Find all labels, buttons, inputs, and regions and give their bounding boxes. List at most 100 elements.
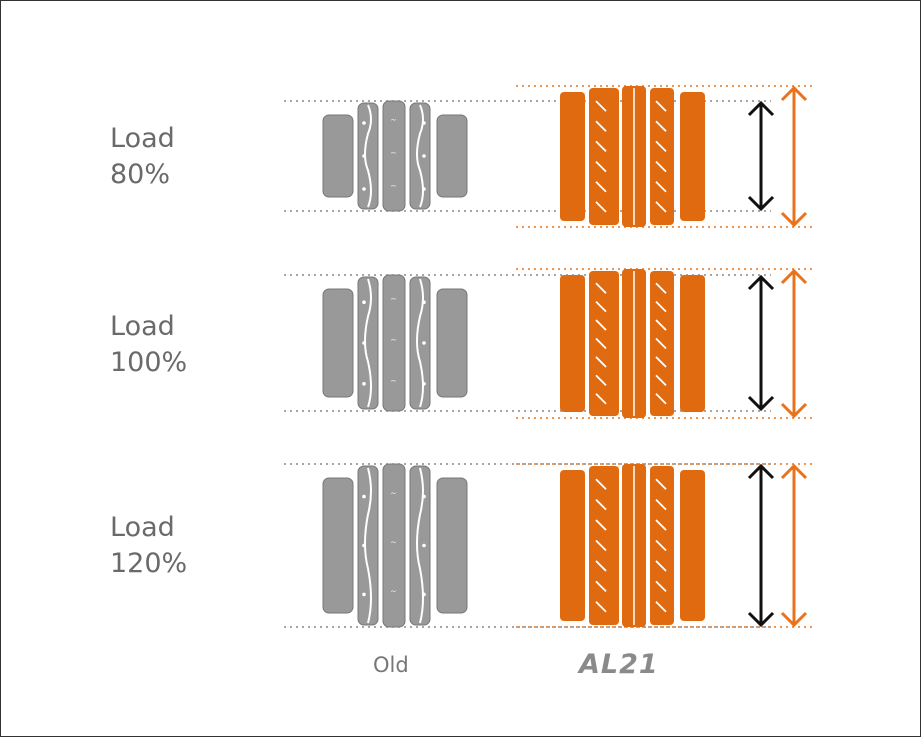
al21-tire-rib <box>560 92 585 221</box>
old-tire-rib <box>357 465 379 626</box>
sipe-mark: ~ <box>391 586 396 596</box>
sipe-dot <box>422 300 426 305</box>
sipe-line <box>595 499 607 511</box>
row-label-load-80: Load 80% <box>110 121 175 193</box>
sipe-line <box>595 374 607 386</box>
sipe-dot <box>362 494 366 499</box>
sipe-line <box>655 374 667 386</box>
sipe-mark: ~ <box>391 294 396 304</box>
row-label-load-120: Load 120% <box>110 510 187 582</box>
sipe-dot <box>362 121 366 125</box>
sipe-line <box>595 140 607 153</box>
sipe-line <box>655 100 667 112</box>
sipe-line <box>655 337 667 350</box>
sipe-mark: ~ <box>391 538 396 548</box>
al21-tire-rib <box>560 275 585 412</box>
sipe-line <box>655 560 667 572</box>
groove-line <box>364 104 372 208</box>
sipe-line <box>655 539 667 552</box>
sipe-line <box>655 301 667 313</box>
old-tire-rib <box>357 276 379 410</box>
sipe-mark: ~ <box>391 376 396 386</box>
sipe-line <box>595 539 607 552</box>
sipe-dot <box>422 382 426 386</box>
sipe-dot <box>422 543 426 548</box>
old-tire-rib <box>382 274 406 412</box>
old-tire-rib <box>409 465 431 626</box>
sipe-line <box>595 519 607 531</box>
load-value: 80% <box>110 159 171 190</box>
groove-line <box>416 278 424 408</box>
row-label-load-100: Load 100% <box>110 309 187 381</box>
sipe-dot <box>422 121 426 125</box>
load-label: Load <box>110 311 175 342</box>
sipe-line <box>595 356 607 368</box>
sipe-dot <box>422 154 426 158</box>
sipe-line <box>595 201 607 213</box>
sipe-mark: ~ <box>391 115 396 125</box>
sipe-mark: ~ <box>391 148 396 158</box>
sipe-mark: ~ <box>391 335 396 345</box>
arrow-head-icon <box>780 211 808 228</box>
sipe-dot <box>362 382 366 386</box>
old-tire-rib <box>322 477 354 614</box>
arrow-head-icon <box>747 611 775 628</box>
sipe-line <box>595 100 607 112</box>
sipe-line <box>655 356 667 368</box>
sipe-line <box>595 478 607 490</box>
al21-tire-rib <box>680 92 705 221</box>
arrow-head-icon <box>747 395 775 412</box>
old-tire-rib <box>322 114 354 198</box>
old-tire-rib <box>436 288 468 398</box>
al21-tire-rib <box>680 275 705 412</box>
caption-old: Old <box>373 653 409 677</box>
old-tire-rib <box>357 102 379 210</box>
load-label: Load <box>110 512 175 543</box>
sipe-dot <box>362 543 366 548</box>
sipe-dot <box>422 494 426 499</box>
sipe-line <box>595 181 607 193</box>
arrow-head-icon <box>747 274 775 291</box>
sipe-dot <box>422 187 426 191</box>
sipe-line <box>655 181 667 193</box>
load-value: 120% <box>110 548 188 579</box>
load-value: 100% <box>110 347 188 378</box>
sipe-line <box>655 519 667 531</box>
sipe-line <box>655 282 667 294</box>
sipe-line <box>655 160 667 173</box>
sipe-line <box>655 319 667 331</box>
arrow-head-icon <box>780 463 808 480</box>
sipe-line <box>655 601 667 613</box>
old-tire-rib <box>436 114 468 198</box>
old-tire-rib <box>436 477 468 614</box>
sipe-line <box>595 282 607 294</box>
sipe-dot <box>422 341 426 345</box>
sipe-line <box>595 560 607 572</box>
sipe-dot <box>362 592 366 597</box>
arrow-head-icon <box>780 402 808 419</box>
al21-tire-rib <box>589 271 619 416</box>
al21-tire-rib <box>560 470 585 621</box>
sipe-dot <box>422 592 426 597</box>
sipe-line <box>595 301 607 313</box>
old-tire-rib <box>382 100 406 212</box>
al21-tire-rib <box>650 88 674 225</box>
arrow-head-icon <box>780 268 808 285</box>
sipe-dot <box>362 341 366 345</box>
old-tire-rib <box>382 463 406 628</box>
old-tire-rib <box>409 276 431 410</box>
arrow-head-icon <box>780 85 808 102</box>
groove-line <box>364 467 372 624</box>
sipe-line <box>595 580 607 592</box>
caption-al21-logo: AL21 <box>579 649 659 680</box>
groove-line <box>416 467 424 624</box>
sipe-line <box>595 337 607 350</box>
old-tire-rib <box>409 102 431 210</box>
sipe-line <box>655 499 667 511</box>
sipe-mark: ~ <box>391 489 396 499</box>
sipe-line <box>655 393 667 405</box>
arrow-head-icon <box>747 463 775 480</box>
sipe-line <box>595 319 607 331</box>
arrow-head-icon <box>780 611 808 628</box>
